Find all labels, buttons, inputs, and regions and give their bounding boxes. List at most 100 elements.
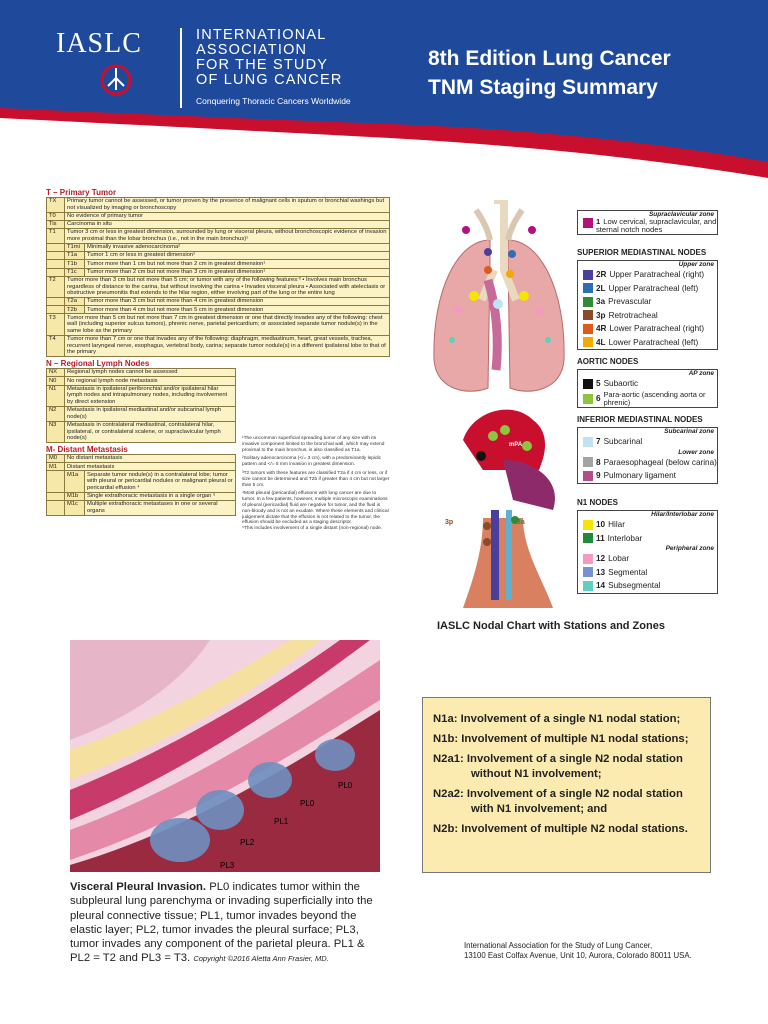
m-code: M1 [46,462,65,472]
header-divider [180,28,182,108]
m-subcode: M1b [64,491,85,502]
station-number: 10 [596,520,606,530]
n2a1-text: N2a1: Involvement of a single N2 nodal s… [433,753,683,780]
zone-upper: Upper zone [678,261,714,268]
org-line-3: FOR THE STUDY [196,57,329,73]
title-line-1: 8th Edition Lung Cancer [428,47,671,70]
n-desc: Metastasis in contralateral mediastinal,… [64,420,236,444]
heart-vessels-illustration: Ao mPA 3p 3a [445,409,555,608]
m-section-title: M- Distant Metastasis [46,445,128,455]
visceral-pleural-invasion-illustration: PL0 PL0 PL1 PL2 PL3 [70,640,380,872]
title-line-2: TNM Staging Summary [428,76,658,99]
station-number: 7 [596,437,601,447]
n-desc: Metastasis in ipsilateral mediastinal an… [64,405,236,422]
station-number: 13 [596,567,606,577]
n-code: N0 [46,376,65,386]
station-number: 2R [596,270,607,280]
m-desc: No distant metastasis [64,454,236,464]
m-desc: Distant metastasis [64,462,236,472]
station-label: Segmental [608,567,648,577]
station-label: Lobar [608,554,630,564]
station-label: Paraesophageal (below carina) [603,457,717,467]
t-code: T0 [46,211,65,221]
visceral-caption-lead: Visceral Pleural Invasion. [70,881,207,893]
t-code: T2 [46,275,65,299]
address-line-2: 13100 East Colfax Avenue, Unit 10, Auror… [464,951,692,960]
t-desc: Tumor more than 3 cm but not more than 4… [84,297,390,307]
station-number: 5 [596,379,601,389]
group-n1: N1 NODES [577,498,618,507]
t-code [46,242,65,253]
zone-supraclavicular: Supraclavicular zone [648,211,714,218]
station-14-swatch [583,580,593,591]
n-code: N1 [46,384,65,407]
station-label: Lower Paratracheal (left) [608,337,699,347]
station-1-swatch [583,218,593,228]
t-desc: Primary tumor cannot be assessed, or tum… [64,197,390,213]
m-code: M0 [46,454,65,464]
label-ao: Ao [455,442,463,448]
org-line-2: ASSOCIATION [196,42,308,58]
t-subcode: T2a [64,297,85,307]
label-pl0-b: PL0 [338,781,353,790]
visceral-caption-text: PL0 indicates tumor within the subpleura… [70,881,373,965]
zone-hilar-interlobar: Hilar/Interlobar zone [651,511,714,518]
station-label: Lower Paratracheal (right) [609,324,705,334]
station-label: Hilar [608,520,625,530]
t-subcode: T1b [64,259,85,269]
t-desc: Tumor more than 5 cm but not more than 7… [64,313,390,336]
t-code: T3 [46,313,65,336]
n-code: N2 [46,405,65,422]
t-desc: Carcinoma in situ [64,219,390,230]
t-desc: Tumor more than 3 cm but not more than 5… [64,275,390,299]
station-3a-swatch [583,296,593,307]
t-subcode: T1mi [64,242,85,253]
station-number: 14 [596,581,606,591]
station-12-swatch [583,553,593,564]
station-10-swatch [583,519,593,530]
t-subcode: T2b [64,305,85,315]
m-desc: Single extrathoracic metastasis in a sin… [84,491,236,502]
t-desc: Minimally invasive adenocarcinoma² [84,242,390,253]
page-title: 8th Edition Lung Cancer TNM Staging Summ… [428,44,671,102]
station-number: 4L [596,337,606,347]
station-label: Upper Paratracheal (right) [609,270,705,280]
footnote-1: ¹The uncommon superficial spreading tumo… [242,436,385,453]
group-aortic: AORTIC NODES [577,357,639,366]
station-number: 9 [596,471,601,481]
visceral-pleural-caption: Visceral Pleural Invasion. PL0 indicates… [70,880,380,967]
footnote-3: ³T2 tumors with these features are class… [242,470,390,488]
station-number: 4R [596,324,607,334]
address-line-1: International Association for the Study … [464,941,653,950]
t-code: T4 [46,334,65,358]
station-label: Interlobar [607,533,643,543]
station-label: Subaortic [603,379,639,389]
station-number: 8 [596,457,601,467]
t-code [46,305,65,315]
station-number: 12 [596,554,606,564]
